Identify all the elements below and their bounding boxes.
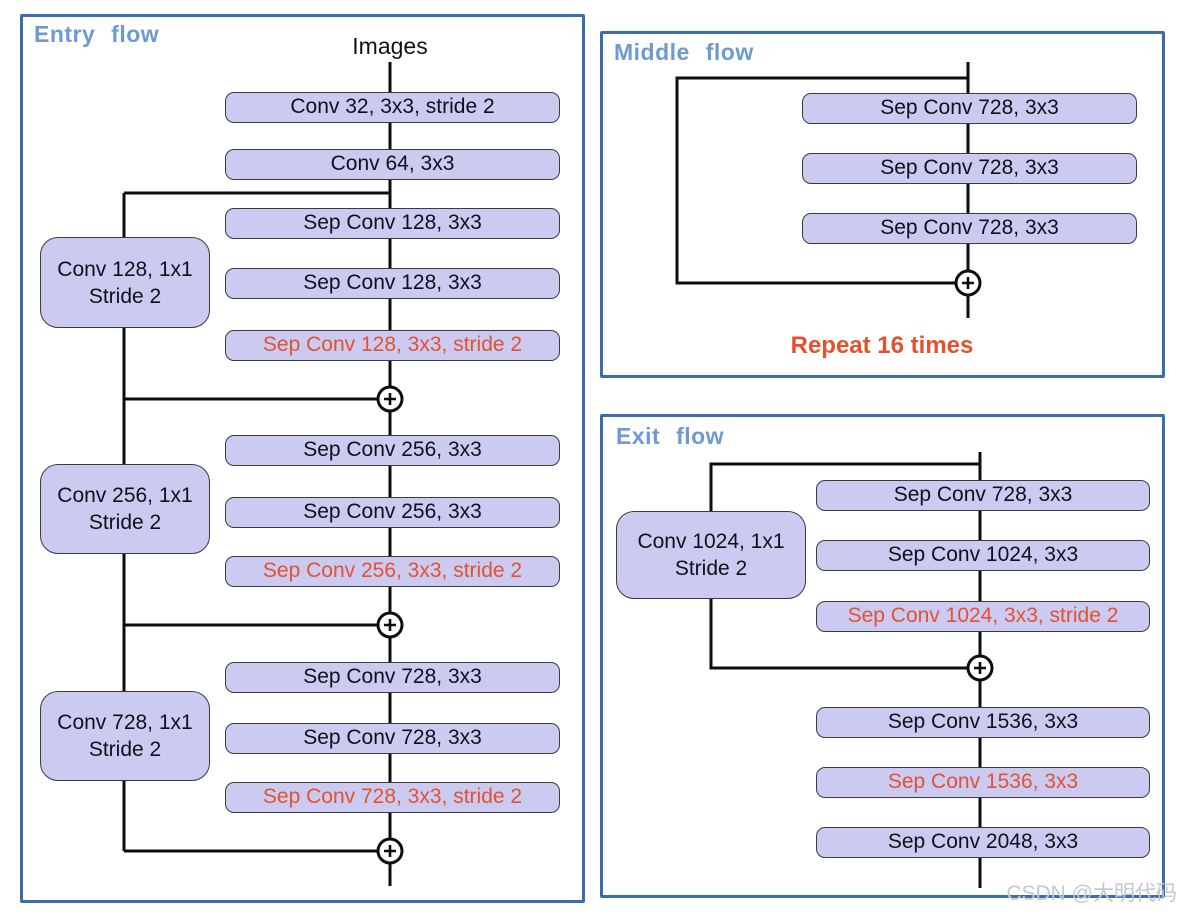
entry-flow-panel <box>20 14 585 903</box>
middle-flow-title: Middle flow <box>614 39 754 65</box>
middle-merge-add-icon <box>954 269 982 297</box>
exit-flow-panel <box>600 414 1165 898</box>
sep-conv-box: Sep Conv 728, 3x3 <box>225 662 560 693</box>
entry-flow-title: Entry flow <box>34 21 160 47</box>
shortcut-conv-line2: Stride 2 <box>88 284 162 308</box>
entry-merge1-add-icon <box>376 385 404 413</box>
middle-flow-panel <box>600 31 1165 378</box>
entry-merge2-add-icon <box>376 611 404 639</box>
sep-conv-box: Sep Conv 256, 3x3 <box>225 497 560 528</box>
sep-conv-box: Sep Conv 1024, 3x3 <box>816 540 1150 571</box>
exit-merge-add-icon <box>966 654 994 682</box>
sep-conv-box: Sep Conv 2048, 3x3 <box>816 827 1150 858</box>
sep-conv-box: Sep Conv 728, 3x3 <box>802 213 1137 244</box>
sep-conv-stride-box: Sep Conv 256, 3x3, stride 2 <box>225 556 560 587</box>
conv-box: Conv 64, 3x3 <box>225 149 560 180</box>
conv-box: Conv 32, 3x3, stride 2 <box>225 92 560 123</box>
shortcut-conv-line1: Conv 1024, 1x1 <box>637 530 785 553</box>
sep-conv-stride-box: Sep Conv 728, 3x3, stride 2 <box>225 782 560 813</box>
shortcut-conv-line2: Stride 2 <box>88 738 162 761</box>
shortcut-conv-line1: Conv 256, 1x1 <box>57 484 193 507</box>
sep-conv-box: Sep Conv 1536, 3x3 <box>816 767 1150 798</box>
shortcut-conv-box: Conv 128, 1x1 Stride 2 <box>40 237 210 328</box>
shortcut-conv-line2: Stride 2 <box>88 511 162 534</box>
sep-conv-box: Sep Conv 128, 3x3 <box>225 208 560 239</box>
entry-merge3-add-icon <box>376 837 404 865</box>
repeat-note: Repeat 16 times <box>790 332 974 359</box>
shortcut-conv-box: Conv 256, 1x1 Stride 2 <box>40 464 210 554</box>
sep-conv-box: Sep Conv 728, 3x3 <box>225 723 560 754</box>
sep-conv-box: Sep Conv 128, 3x3 <box>225 268 560 299</box>
shortcut-conv-line1: Conv 128, 1x1 <box>57 257 193 281</box>
watermark-text: CSDN @大明代码 <box>1006 882 1177 905</box>
sep-conv-box: Sep Conv 1536, 3x3 <box>816 707 1150 738</box>
images-input-label: Images <box>352 33 428 59</box>
shortcut-conv-line1: Conv 728, 1x1 <box>57 711 193 734</box>
sep-conv-box: Sep Conv 728, 3x3 <box>802 153 1137 184</box>
shortcut-conv-box: Conv 1024, 1x1 Stride 2 <box>616 511 806 599</box>
sep-conv-box: Sep Conv 728, 3x3 <box>802 93 1137 124</box>
sep-conv-box: Sep Conv 728, 3x3 <box>816 480 1150 511</box>
sep-conv-stride-box: Sep Conv 128, 3x3, stride 2 <box>225 330 560 361</box>
shortcut-conv-box: Conv 728, 1x1 Stride 2 <box>40 691 210 781</box>
sep-conv-box: Sep Conv 256, 3x3 <box>225 435 560 466</box>
shortcut-conv-line2: Stride 2 <box>674 557 748 580</box>
sep-conv-stride-box: Sep Conv 1024, 3x3, stride 2 <box>816 601 1150 632</box>
middle-skip-loop-line <box>675 76 968 285</box>
exit-flow-title: Exit flow <box>616 423 725 449</box>
